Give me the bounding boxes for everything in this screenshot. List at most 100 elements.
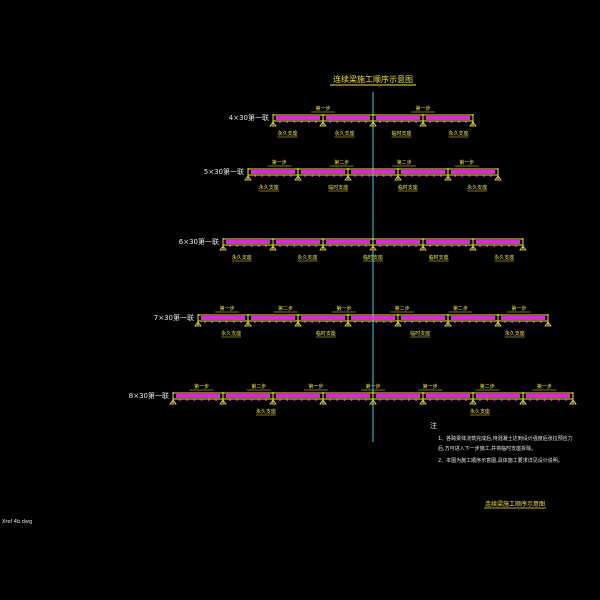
concrete-dot xyxy=(282,321,285,323)
concrete-segment xyxy=(276,240,320,244)
concrete-dot xyxy=(368,175,371,177)
beam-row-4x30: 4×30第一联第一步第一步永久支座永久支座临时支座永久支座 xyxy=(229,105,477,138)
concrete-dot xyxy=(354,321,356,323)
stage-label: 第一步 xyxy=(511,305,526,312)
concrete-segment xyxy=(426,394,470,398)
concrete-dot xyxy=(304,321,306,323)
concrete-dot xyxy=(525,321,528,323)
concrete-dot xyxy=(454,321,456,323)
concrete-dot xyxy=(436,245,439,247)
concrete-dot xyxy=(443,399,446,401)
support-label: 永久支座 xyxy=(232,254,252,261)
concrete-dot xyxy=(407,399,410,401)
concrete-dot xyxy=(300,245,303,247)
concrete-dot xyxy=(504,321,506,323)
concrete-dot xyxy=(336,399,339,401)
concrete-segment xyxy=(401,316,445,320)
support-label: 永久支座 xyxy=(494,254,514,261)
stage-label: 第一步 xyxy=(315,105,330,112)
concrete-dot xyxy=(311,321,314,323)
concrete-dot xyxy=(386,399,389,401)
concrete-segment xyxy=(251,316,295,320)
concrete-dot xyxy=(411,175,414,177)
concrete-dot xyxy=(275,321,278,323)
concrete-dot xyxy=(518,321,521,323)
concrete-dot xyxy=(332,175,335,177)
concrete-dot xyxy=(543,399,546,401)
concrete-dot xyxy=(236,245,239,247)
concrete-dot xyxy=(329,245,331,247)
concrete-dot xyxy=(379,245,381,247)
concrete-dot xyxy=(436,399,439,401)
concrete-dot xyxy=(400,245,403,247)
concrete-dot xyxy=(486,245,489,247)
concrete-dot xyxy=(307,121,310,123)
concrete-dot xyxy=(418,321,421,323)
support-mark xyxy=(419,245,427,251)
concrete-dot xyxy=(429,121,431,123)
concrete-dot xyxy=(415,121,417,123)
concrete-segment xyxy=(476,394,520,398)
concrete-dot xyxy=(286,245,289,247)
concrete-dot xyxy=(511,321,514,323)
concrete-dot xyxy=(357,121,360,123)
concrete-dot xyxy=(475,175,478,177)
concrete-dot xyxy=(529,399,531,401)
concrete-dot xyxy=(340,321,342,323)
row-label: 7×30第一联 xyxy=(154,313,194,322)
concrete-dot xyxy=(340,175,342,177)
concrete-dot xyxy=(357,245,360,247)
concrete-dot xyxy=(350,245,353,247)
support-label: 临时支座 xyxy=(410,330,430,337)
concrete-segment xyxy=(326,394,370,398)
concrete-dot xyxy=(393,399,396,401)
support-mark xyxy=(194,321,202,327)
concrete-dot xyxy=(350,121,353,123)
concrete-segment xyxy=(326,240,370,244)
concrete-dot xyxy=(343,245,346,247)
concrete-dot xyxy=(490,321,492,323)
concrete-dot xyxy=(365,245,367,247)
concrete-dot xyxy=(307,399,310,401)
concrete-dot xyxy=(461,175,464,177)
concrete-dot xyxy=(379,121,381,123)
stage-label: 第二步 xyxy=(453,305,468,312)
concrete-segment xyxy=(526,394,570,398)
concrete-dot xyxy=(361,175,364,177)
note-line-3: 2、本图为施工顺序示意图,具体施工要求详见设计说明。 xyxy=(438,457,563,464)
concrete-dot xyxy=(493,399,496,401)
support-mark xyxy=(294,175,302,181)
concrete-dot xyxy=(400,121,403,123)
concrete-dot xyxy=(179,399,181,401)
concrete-dot xyxy=(482,175,485,177)
concrete-segment xyxy=(226,240,270,244)
concrete-dot xyxy=(390,321,392,323)
concrete-segment xyxy=(376,240,420,244)
concrete-dot xyxy=(457,121,460,123)
concrete-dot xyxy=(268,175,271,177)
concrete-dot xyxy=(515,399,517,401)
concrete-dot xyxy=(265,245,267,247)
support-label: 永久支座 xyxy=(259,184,279,191)
stage-label: 第一步 xyxy=(415,105,430,112)
concrete-segment xyxy=(201,316,245,320)
support-mark xyxy=(169,399,177,405)
support-mark xyxy=(544,321,552,327)
support-mark xyxy=(369,121,377,127)
support-label: 临时支座 xyxy=(328,184,348,191)
support-mark xyxy=(494,175,502,181)
concrete-dot xyxy=(200,399,203,401)
support-label: 临时支座 xyxy=(316,330,336,337)
xref-label: Xref 4b.dwg xyxy=(2,519,32,525)
concrete-dot xyxy=(343,121,346,123)
concrete-dot xyxy=(375,175,378,177)
concrete-dot xyxy=(500,245,503,247)
stage-label: 第一步 xyxy=(336,305,351,312)
concrete-dot xyxy=(293,245,296,247)
concrete-dot xyxy=(243,399,246,401)
concrete-dot xyxy=(329,121,331,123)
concrete-dot xyxy=(236,399,239,401)
row-label: 5×30第一联 xyxy=(204,167,244,176)
support-label: 临时支座 xyxy=(363,254,383,261)
support-mark xyxy=(344,175,352,181)
